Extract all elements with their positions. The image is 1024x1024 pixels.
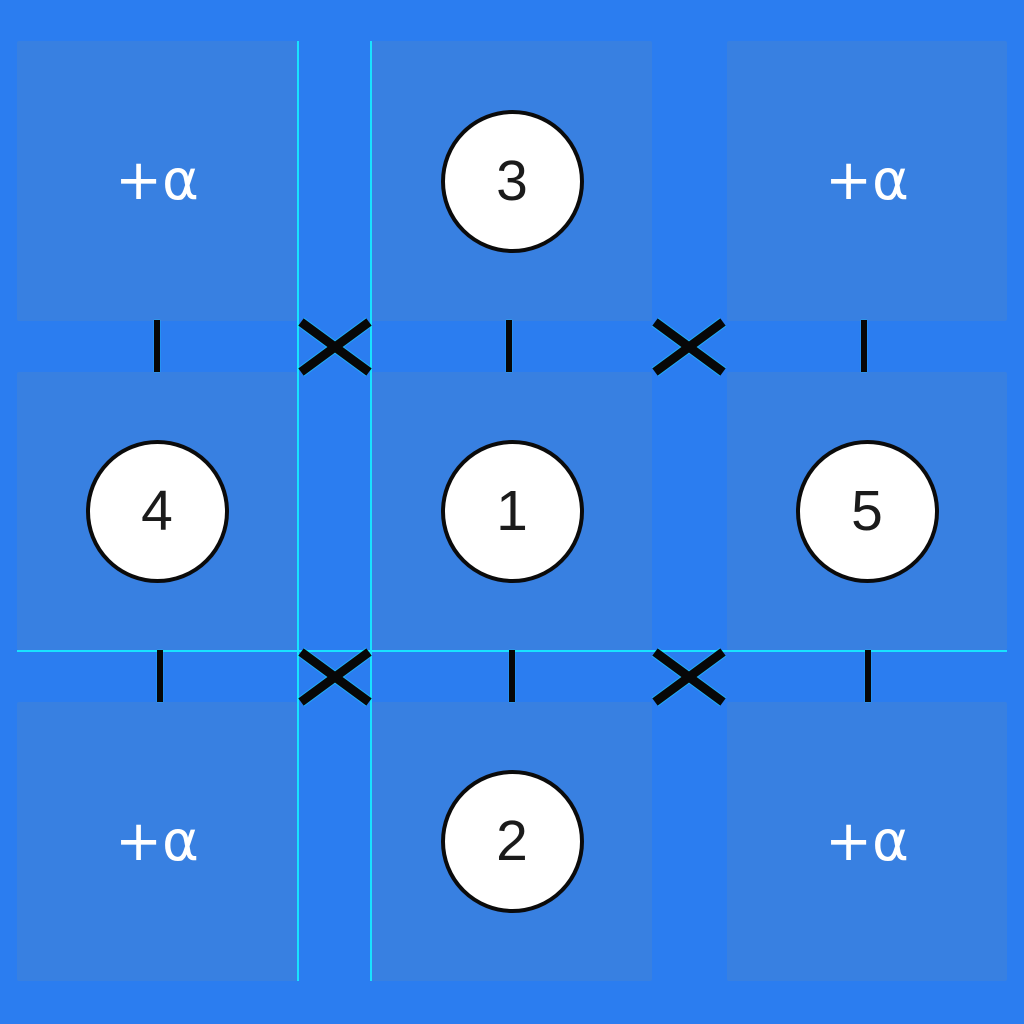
tile-node-3[interactable]: 3: [372, 41, 652, 321]
tile-node-2[interactable]: 2: [372, 702, 652, 981]
tile-node-5[interactable]: 5: [727, 372, 1007, 650]
cross-mark-icon: [297, 317, 373, 377]
node-number: 5: [851, 478, 883, 543]
tick-mark-icon: [154, 320, 160, 372]
node-circle-4[interactable]: 4: [85, 439, 229, 583]
tick-mark-icon: [861, 320, 867, 372]
bonus-label: +α: [825, 808, 909, 874]
cross-mark-icon: [297, 647, 373, 707]
node-number: 4: [141, 478, 173, 543]
bonus-label: +α: [115, 148, 199, 213]
node-circle-1[interactable]: 1: [440, 439, 584, 583]
cross-mark-icon: [651, 647, 727, 707]
cross-mark-icon: [651, 317, 727, 377]
node-circle-3[interactable]: 3: [440, 109, 584, 253]
grid-line-vertical-right: [370, 41, 372, 981]
tile-bonus-bottom-right[interactable]: +α: [727, 702, 1007, 981]
tile-bonus-top-left[interactable]: +α: [17, 41, 297, 321]
tick-mark-icon: [157, 650, 163, 702]
node-circle-5[interactable]: 5: [795, 439, 939, 583]
bonus-label: +α: [825, 148, 909, 213]
bonus-label: +α: [115, 808, 199, 874]
tick-mark-icon: [509, 650, 515, 702]
tick-mark-icon: [865, 650, 871, 702]
node-circle-2[interactable]: 2: [440, 770, 584, 913]
node-number: 2: [496, 809, 528, 873]
tile-bonus-bottom-left[interactable]: +α: [17, 702, 297, 981]
node-number: 3: [496, 148, 528, 213]
tick-mark-icon: [506, 320, 512, 372]
grid-line-vertical-left: [297, 41, 299, 981]
tile-bonus-top-right[interactable]: +α: [727, 41, 1007, 321]
tile-node-4[interactable]: 4: [17, 372, 297, 650]
tile-node-1[interactable]: 1: [372, 372, 652, 650]
node-number: 1: [496, 478, 528, 543]
